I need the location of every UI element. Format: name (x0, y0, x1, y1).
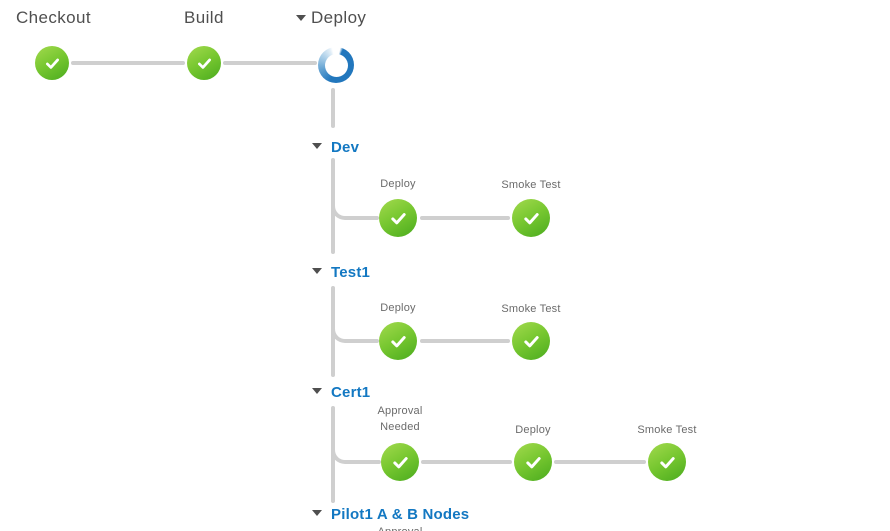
caret-down-icon[interactable] (296, 15, 306, 21)
caret-down-icon[interactable] (312, 268, 322, 274)
step-label: Smoke Test (501, 179, 561, 191)
stage-node-deploy-spinner-icon[interactable] (318, 47, 354, 83)
stage-label-deploy[interactable]: Deploy (311, 8, 367, 27)
step-node-cert1-approval-passed[interactable] (381, 443, 419, 481)
step-node-dev-deploy-passed[interactable] (379, 199, 417, 237)
stage-node-checkout-passed[interactable] (35, 46, 69, 80)
caret-down-icon[interactable] (312, 510, 322, 516)
check-icon (523, 452, 544, 473)
check-icon (390, 452, 411, 473)
trunk-segment (331, 88, 335, 128)
check-icon (195, 54, 214, 73)
stage-label-build: Build (184, 8, 224, 27)
connector (420, 339, 510, 343)
check-icon (43, 54, 62, 73)
env-header-dev[interactable]: Dev (331, 139, 360, 156)
branch-elbow (331, 436, 353, 464)
env-header-test1[interactable]: Test1 (331, 264, 371, 281)
env-header-cert1[interactable]: Cert1 (331, 384, 371, 401)
caret-down-icon[interactable] (312, 143, 322, 149)
check-icon (521, 208, 542, 229)
caret-down-icon[interactable] (312, 388, 322, 394)
connector-build-deploy (223, 61, 317, 65)
check-icon (388, 208, 409, 229)
connector-checkout-build (71, 61, 185, 65)
check-icon (657, 452, 678, 473)
step-label: Smoke Test (637, 424, 697, 436)
step-node-test1-smoketest-passed[interactable] (512, 322, 550, 360)
connector (554, 460, 646, 464)
stage-label-checkout: Checkout (16, 8, 92, 27)
connector (349, 339, 379, 343)
connector (421, 460, 512, 464)
branch-elbow (331, 315, 353, 343)
connector (349, 460, 381, 464)
step-label: Smoke Test (501, 303, 561, 315)
check-icon (521, 331, 542, 352)
step-label: Deploy (380, 302, 416, 314)
check-icon (388, 331, 409, 352)
step-node-cert1-deploy-passed[interactable] (514, 443, 552, 481)
branch-elbow (331, 192, 353, 220)
step-node-dev-smoketest-passed[interactable] (512, 199, 550, 237)
stage-node-build-passed[interactable] (187, 46, 221, 80)
step-label: Deploy (380, 178, 416, 190)
connector (349, 216, 379, 220)
env-header-pilot1[interactable]: Pilot1 A & B Nodes (331, 506, 470, 523)
step-label-clipped: Approval Needed (365, 524, 435, 531)
step-node-cert1-smoketest-passed[interactable] (648, 443, 686, 481)
step-label: Approval Needed (377, 405, 423, 433)
connector (420, 216, 510, 220)
step-label: Deploy (515, 424, 551, 436)
spinner-hole (324, 53, 348, 77)
step-node-test1-deploy-passed[interactable] (379, 322, 417, 360)
